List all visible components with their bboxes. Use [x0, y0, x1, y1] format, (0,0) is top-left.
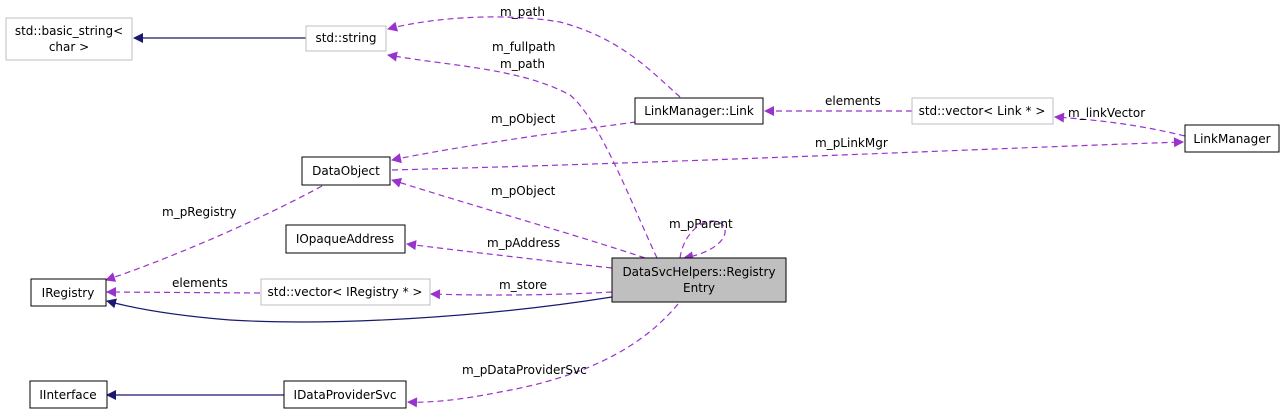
node-link-manager[interactable]: LinkManager [1184, 124, 1280, 153]
edge-entry-m-paddress [406, 240, 613, 269]
node-std-string-label: std::string [315, 31, 376, 45]
edge-vector-iregistry-elements [106, 287, 261, 298]
edge-label-m-pobject-link: m_pObject [491, 112, 556, 126]
edge-label-m-path-mid: m_path [500, 57, 545, 71]
edge-label-m-pparent: m_pParent [669, 217, 733, 231]
node-registry-entry-line1: DataSvcHelpers::Registry [622, 265, 775, 279]
edge-entry-m-store [430, 289, 613, 300]
edge-label-m-pregistry: m_pRegistry [162, 205, 236, 219]
edge-label-m-fullpath: m_fullpath [492, 40, 555, 54]
edge-link-m-path [387, 16, 681, 98]
edge-label-m-store: m_store [499, 278, 547, 292]
edge-linkmanager-m-linkvector [1054, 112, 1186, 137]
edge-labels: m_path m_fullpath m_path elements m_link… [162, 5, 1145, 377]
node-link-label: LinkManager::Link [644, 104, 754, 118]
edge-entry-m-pparent [679, 220, 726, 262]
node-basic-string-line2: char > [49, 40, 89, 54]
node-opaque-address[interactable]: IOpaqueAddress [285, 224, 406, 254]
edge-entry-m-path [387, 51, 658, 259]
node-basic-string[interactable]: std::basic_string< char > [5, 17, 133, 61]
edge-dataobject-m-pregistry [105, 185, 323, 282]
edges [105, 16, 1186, 408]
edge-link-m-pobject [391, 121, 637, 164]
edge-label-m-pdataprovidersvc: m_pDataProviderSvc [462, 363, 587, 377]
node-iregistry[interactable]: IRegistry [30, 278, 107, 307]
node-vector-link-label: std::vector< Link * > [919, 104, 1046, 118]
edge-entry-m-pdataprovidersvc [407, 303, 679, 408]
node-data-provider-svc[interactable]: IDataProviderSvc [283, 380, 407, 409]
node-iinterface-label: IInterface [39, 388, 96, 402]
node-data-object[interactable]: DataObject [301, 156, 391, 186]
edge-entry-inherits-iregistry [106, 296, 613, 323]
edge-dataobject-m-plinkmgr [391, 137, 1184, 171]
edge-label-elements-link: elements [825, 94, 881, 108]
edge-label-m-path-top: m_path [500, 5, 545, 19]
node-registry-entry[interactable]: DataSvcHelpers::Registry Entry [611, 257, 787, 303]
node-std-string[interactable]: std::string [305, 25, 387, 52]
node-iregistry-label: IRegistry [42, 286, 95, 300]
node-data-provider-svc-label: IDataProviderSvc [294, 388, 397, 402]
edge-entry-m-pobject [391, 177, 646, 259]
node-data-object-label: DataObject [312, 164, 380, 178]
edge-label-elements-registry: elements [172, 276, 228, 290]
node-basic-string-line1: std::basic_string< [15, 24, 123, 38]
node-link[interactable]: LinkManager::Link [634, 97, 764, 125]
node-registry-entry-line2: Entry [683, 281, 715, 295]
edge-label-m-paddress: m_pAddress [487, 236, 560, 250]
edge-label-m-plinkmgr: m_pLinkMgr [815, 136, 888, 150]
node-opaque-address-label: IOpaqueAddress [296, 232, 394, 246]
node-iinterface[interactable]: IInterface [29, 380, 108, 409]
node-vector-iregistry[interactable]: std::vector< IRegistry * > [260, 278, 431, 306]
edge-label-m-linkvector: m_linkVector [1068, 106, 1145, 120]
node-vector-iregistry-label: std::vector< IRegistry * > [268, 285, 423, 299]
node-vector-link[interactable]: std::vector< Link * > [911, 97, 1054, 125]
nodes: std::basic_string< char > std::string Li… [5, 17, 1280, 409]
node-link-manager-label: LinkManager [1193, 132, 1270, 146]
edge-label-m-pobject-entry: m_pObject [491, 184, 556, 198]
